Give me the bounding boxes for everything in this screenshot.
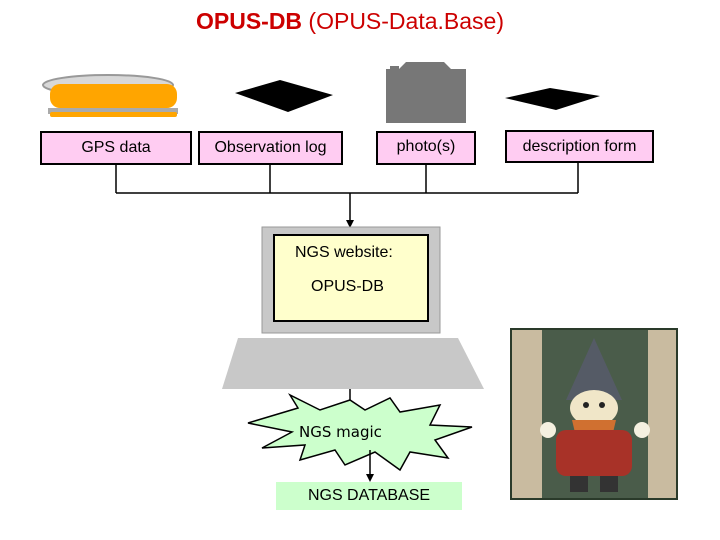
gps-antenna-icon: [42, 74, 178, 117]
source-box-observation-log: Observation log: [198, 131, 343, 165]
source-box-description-form: description form: [505, 130, 654, 163]
magic-label: NGS magic: [299, 423, 382, 441]
source-label: GPS data: [81, 139, 151, 156]
notebook-icon: [235, 80, 333, 112]
database-label: NGS DATABASE: [307, 487, 431, 504]
gnome-photo: [510, 328, 678, 500]
source-label: photo(s): [396, 138, 456, 155]
title-acronym: OPUS-DB: [195, 8, 303, 34]
website-screen: NGS website: OPUS-DB: [273, 234, 429, 322]
page-title: OPUS-DB (OPUS-Data.Base): [0, 8, 700, 35]
title-expansion: (OPUS-Data.Base): [302, 8, 504, 34]
website-label: NGS website:: [295, 244, 393, 261]
source-label: Observation log: [214, 139, 327, 156]
database-box: NGS DATABASE: [276, 482, 462, 510]
magic-starburst: [247, 393, 473, 472]
source-label: description form: [522, 137, 637, 155]
source-box-gps-data: GPS data: [40, 131, 192, 165]
camera-icon: [386, 62, 466, 123]
website-name: OPUS-DB: [311, 278, 384, 295]
source-box-photos: photo(s): [376, 131, 476, 165]
document-icon: [505, 88, 600, 110]
monitor-base: [222, 338, 484, 389]
